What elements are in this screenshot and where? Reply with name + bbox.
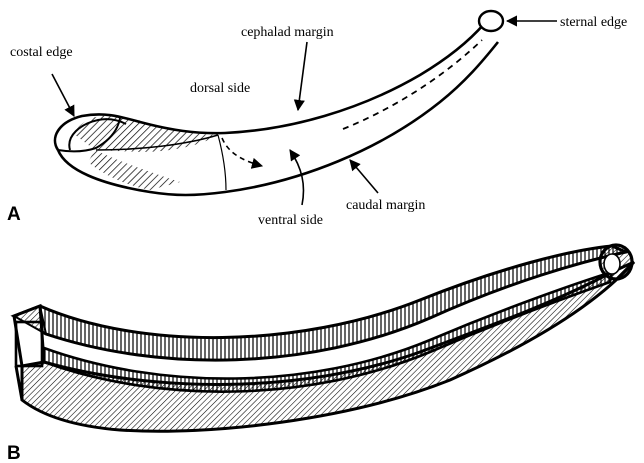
arrow-costal-edge [52, 74, 74, 116]
panel-letter-b: B [7, 443, 21, 463]
label-ventral-side: ventral side [258, 213, 323, 228]
costal-lower-hatch [88, 150, 180, 190]
panel-letter-a: A [7, 204, 21, 225]
sternal-end-circle [479, 11, 503, 31]
panel-a: costal edge cephalad margin sternal edge… [7, 11, 627, 228]
label-cephalad-margin: cephalad margin [241, 25, 334, 40]
dashed-dorsal-arrow [222, 138, 262, 166]
label-dorsal-side: dorsal side [190, 81, 250, 96]
label-caudal-margin: caudal margin [346, 198, 425, 213]
arrow-cephalad-margin [298, 42, 307, 110]
label-costal-edge: costal edge [10, 45, 73, 60]
label-sternal-edge: sternal edge [560, 15, 627, 30]
rib-sternal-end-inner [604, 254, 620, 274]
panel-b: B [7, 245, 634, 463]
arrow-caudal-margin [350, 160, 378, 193]
dorsal-ridge [218, 135, 226, 190]
